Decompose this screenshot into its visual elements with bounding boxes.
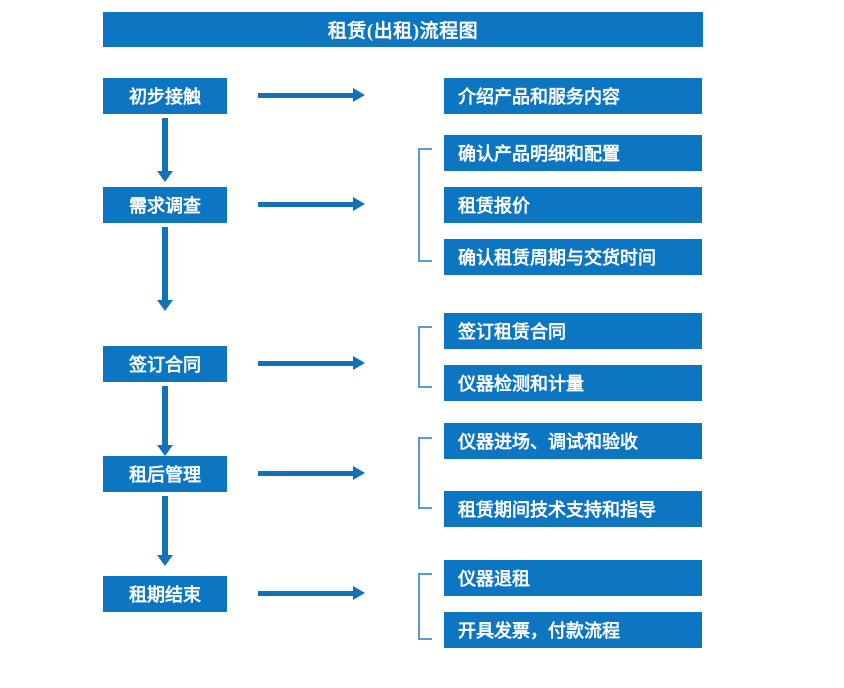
stage-flow-arrow-3-4: [157, 386, 173, 456]
detail-group-bracket-2: [418, 148, 432, 262]
detail-box-5-1[interactable]: 仪器退租: [444, 560, 702, 596]
arrow-head: [157, 300, 173, 311]
arrow-shaft: [162, 386, 168, 445]
arrow-shaft: [258, 93, 354, 98]
arrow-head: [353, 586, 365, 600]
arrow-shaft: [258, 591, 354, 596]
stage-box-2[interactable]: 需求调查: [103, 187, 227, 223]
arrow-head: [157, 555, 173, 566]
detail-box-4-1[interactable]: 仪器进场、调试和验收: [444, 423, 702, 459]
stage-to-detail-arrow-5: [258, 586, 365, 600]
stage-box-5[interactable]: 租期结束: [103, 576, 227, 612]
arrow-shaft: [258, 361, 354, 366]
detail-box-2-3[interactable]: 确认租赁周期与交货时间: [444, 239, 702, 275]
detail-group-bracket-5: [418, 573, 432, 640]
arrow-head: [353, 197, 365, 211]
detail-box-3-1[interactable]: 签订租赁合同: [444, 313, 702, 349]
arrow-shaft: [162, 227, 168, 300]
arrow-shaft: [258, 202, 354, 207]
stage-to-detail-arrow-1: [258, 88, 365, 102]
arrow-head: [157, 171, 173, 182]
detail-box-2-1[interactable]: 确认产品明细和配置: [444, 135, 702, 171]
stage-box-3[interactable]: 签订合同: [103, 346, 227, 382]
arrow-shaft: [162, 496, 168, 555]
arrow-shaft: [258, 471, 354, 476]
arrow-shaft: [162, 118, 168, 171]
stage-box-1[interactable]: 初步接触: [103, 78, 227, 114]
detail-box-5-2[interactable]: 开具发票，付款流程: [444, 612, 702, 648]
stage-flow-arrow-2-3: [157, 227, 173, 311]
detail-box-1-1[interactable]: 介绍产品和服务内容: [444, 78, 702, 114]
detail-box-4-2[interactable]: 租赁期间技术支持和指导: [444, 491, 702, 527]
arrow-head: [353, 356, 365, 370]
detail-group-bracket-4: [418, 437, 432, 509]
detail-group-bracket-3: [418, 326, 432, 388]
flowchart-title: 租赁(出租)流程图: [103, 12, 703, 47]
arrow-head: [157, 445, 173, 456]
stage-to-detail-arrow-4: [258, 466, 365, 480]
arrow-head: [353, 88, 365, 102]
detail-box-3-2[interactable]: 仪器检测和计量: [444, 365, 702, 401]
stage-box-4[interactable]: 租后管理: [103, 456, 227, 492]
stage-flow-arrow-1-2: [157, 118, 173, 182]
stage-to-detail-arrow-2: [258, 197, 365, 211]
stage-to-detail-arrow-3: [258, 356, 365, 370]
arrow-head: [353, 466, 365, 480]
stage-flow-arrow-4-5: [157, 496, 173, 566]
detail-box-2-2[interactable]: 租赁报价: [444, 187, 702, 223]
